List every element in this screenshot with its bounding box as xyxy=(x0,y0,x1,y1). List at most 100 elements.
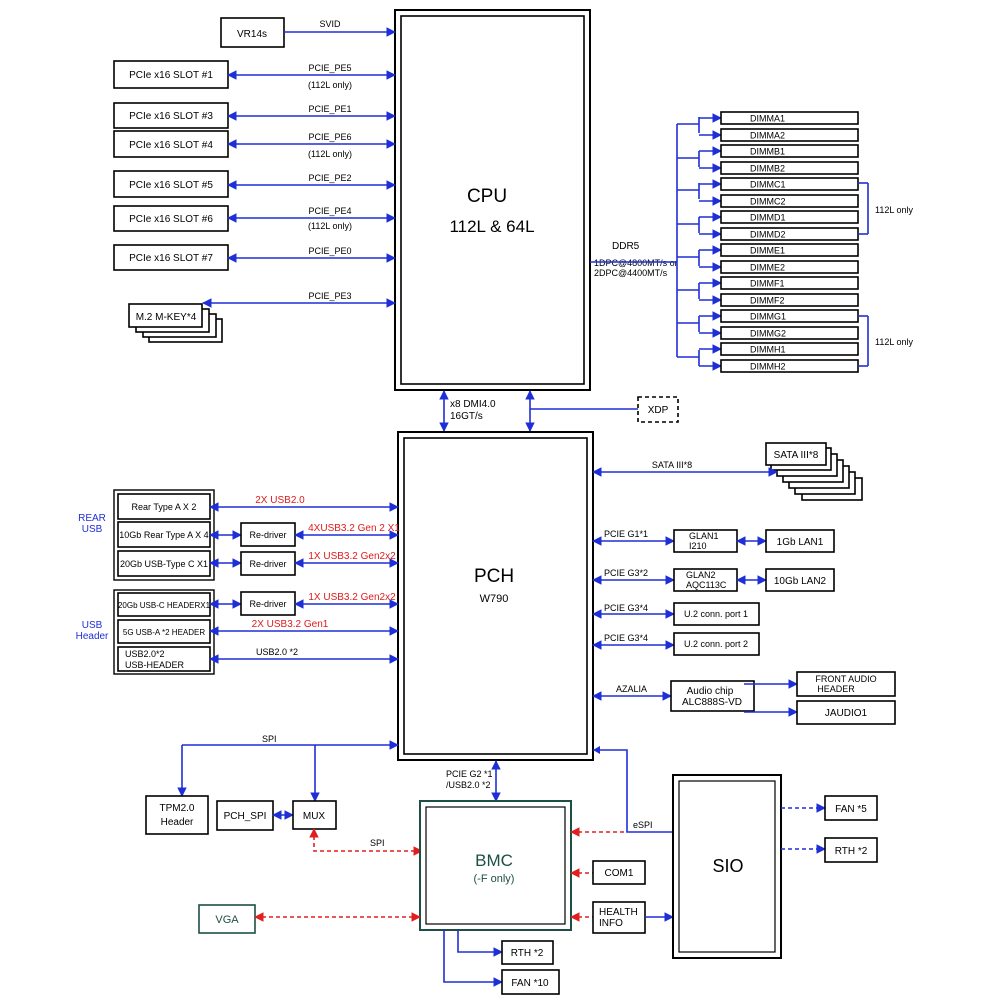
u2-port-1-box xyxy=(673,602,760,626)
mux-label: MUX xyxy=(303,811,326,822)
pch-title: PCH xyxy=(474,566,514,587)
vr14s-box xyxy=(220,17,285,48)
dimm-label: DIMMH2 xyxy=(750,362,786,372)
dimm-label: DIMMB2 xyxy=(750,164,785,174)
azalia-label: AZALIA xyxy=(616,684,647,694)
rear-usb-row: 10Gb Rear Type A X 4 xyxy=(119,530,208,540)
dmi-label-1: x8 DMI4.0 xyxy=(450,399,496,410)
glan2-label-1: GLAN2 xyxy=(686,570,716,580)
vga-box xyxy=(198,904,256,934)
dimm-bracket-bottom: 112L only xyxy=(858,315,914,367)
spi-label: SPI xyxy=(262,734,277,744)
usb-header-title-1: USB xyxy=(82,620,103,631)
lan2-port xyxy=(765,568,835,592)
pch-spi-box xyxy=(216,800,274,831)
dimm-label: DIMMD2 xyxy=(750,230,786,240)
dimm-slot xyxy=(720,260,859,274)
u2-bus-label: PCIE G3*4 xyxy=(604,603,648,613)
rear-usb-row: Rear Type A X 2 xyxy=(132,502,197,512)
tpm-label-1: TPM2.0 xyxy=(159,803,194,814)
pch-bmc-label-1: PCIE G2 *1 xyxy=(446,769,493,779)
u2-port-2-label: U.2 conn. port 2 xyxy=(684,639,748,649)
health-label-1: HEALTH xyxy=(599,907,638,918)
audio-chip-label-1: Audio chip xyxy=(687,686,734,697)
pcie-bus-label: PCIE_PE1 xyxy=(308,104,351,114)
dimm-slot xyxy=(720,243,859,257)
rear-usb-link-label: 2X USB2.0 xyxy=(255,495,305,506)
rear-usb-link-label: 4XUSB3.2 Gen 2 X1 xyxy=(308,523,400,534)
pch-subtitle: W790 xyxy=(480,593,509,605)
bmc-title: BMC xyxy=(475,851,513,870)
bmc-spi-label: SPI xyxy=(370,838,385,848)
front-audio-label-1: FRONT AUDIO xyxy=(815,674,876,684)
usb-header-link-label: USB2.0 *2 xyxy=(256,647,298,657)
audio-chip-label-2: ALC888S-VD xyxy=(682,697,742,708)
dimm-slot xyxy=(720,111,859,125)
dimm-label: DIMMC1 xyxy=(750,180,786,190)
jaudio-label: JAUDIO1 xyxy=(825,708,868,719)
dmi-label-2: 16GT/s xyxy=(450,411,483,422)
cpu-title: CPU xyxy=(467,186,507,207)
pcie-slot-label: PCIe x16 SLOT #4 xyxy=(129,140,213,151)
dimm-slot xyxy=(720,342,859,356)
dimm-slot xyxy=(720,194,859,208)
dimm-label: DIMMG1 xyxy=(750,312,786,322)
espi-label: eSPI xyxy=(633,820,653,830)
vga-label: VGA xyxy=(215,914,239,926)
bmc-fan-box xyxy=(501,969,560,995)
com1-box xyxy=(592,860,646,885)
usb-header-title-2: Header xyxy=(76,631,109,642)
dimm-label: DIMMA2 xyxy=(750,131,785,141)
pcie-slot-3: PCIe x16 SLOT #3 PCIE_PE1 xyxy=(113,102,396,129)
m2-stack: M.2 M-KEY*4 PCIE_PE3 xyxy=(128,291,396,343)
pcie-slot-5: PCIe x16 SLOT #5 PCIE_PE2 xyxy=(113,170,396,198)
dimm-label: DIMMA1 xyxy=(750,114,785,124)
sio-block: SIO xyxy=(672,774,782,959)
pcie-slot-label: PCIe x16 SLOT #5 xyxy=(129,180,213,191)
sio-title: SIO xyxy=(712,856,743,876)
redriver-label: Re-driver xyxy=(249,599,286,609)
pcie-note: (112L only) xyxy=(308,221,352,231)
dimm-label: DIMMF2 xyxy=(750,296,785,306)
dimm-label: DIMMB1 xyxy=(750,147,785,157)
bmc-fan-label: FAN *10 xyxy=(511,978,549,989)
front-audio-label-2: HEADER xyxy=(817,684,855,694)
dimm-note-top: 112L only xyxy=(875,205,914,215)
health-box xyxy=(592,901,646,934)
dimm-label: DIMMH1 xyxy=(750,345,786,355)
usb-header-row: 20Gb USB-C HEADERX1 xyxy=(118,601,211,610)
m2-bus-label: PCIE_PE3 xyxy=(308,291,351,301)
pcie-bus-label: PCIE_PE4 xyxy=(308,206,351,216)
redriver-label: Re-driver xyxy=(249,530,286,540)
rear-usb-link-label: 1X USB3.2 Gen2x2 xyxy=(308,551,396,562)
jaudio-box xyxy=(796,700,896,725)
dimm-slot xyxy=(720,227,859,241)
sata-stack: SATA III*8 xyxy=(765,442,863,501)
m2-label: M.2 M-KEY*4 xyxy=(136,312,197,323)
dimm-slot xyxy=(720,128,859,142)
pcie-slot-1: PCIe x16 SLOT #1 PCIE_PE5 (112L only) xyxy=(113,60,396,90)
usb-header-row: USB2.0*2 xyxy=(125,649,165,659)
bmc-subtitle: (-F only) xyxy=(474,873,515,885)
glan2-label-2: AQC113C xyxy=(686,580,727,590)
bmc-rth-label: RTH *2 xyxy=(511,948,544,959)
u2-port-1-label: U.2 conn. port 1 xyxy=(684,609,748,619)
dimm-label: DIMMF1 xyxy=(750,279,785,289)
espi-link xyxy=(593,749,673,833)
sata-label: SATA III*8 xyxy=(774,450,819,461)
xdp-box xyxy=(637,396,679,423)
dimm-slot xyxy=(720,326,859,340)
cpu-block: CPU 112L & 64L xyxy=(394,9,591,391)
ddr-label: DDR5 xyxy=(612,241,640,252)
bmc-block: BMC (-F only) xyxy=(419,800,572,931)
dimm-slot xyxy=(720,276,859,290)
pcie-note: (112L only) xyxy=(308,149,352,159)
com1-label: COM1 xyxy=(605,868,634,879)
audio-chip-box xyxy=(670,680,755,712)
tpm-box xyxy=(145,795,209,835)
vr14s-label: VR14s xyxy=(237,29,267,40)
sio-rth-label: RTH *2 xyxy=(835,846,868,857)
pcie-slot-label: PCIe x16 SLOT #7 xyxy=(129,253,213,264)
mux-bmc-spi xyxy=(309,828,423,856)
lan-bus-label: PCIE G1*1 xyxy=(604,529,648,539)
